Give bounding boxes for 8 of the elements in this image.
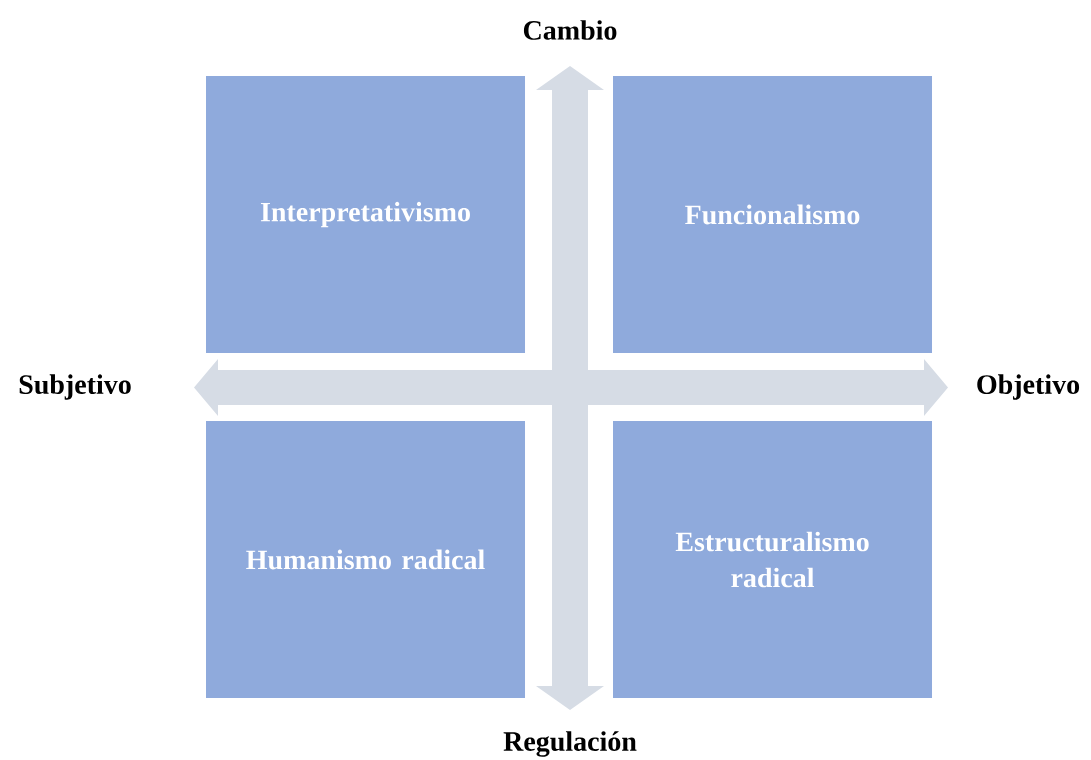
quadrant-box: Funcionalismo [613,76,932,353]
axis-label: Regulación [503,731,637,757]
axis-label: Objetivo [977,374,1080,400]
quadrant-box: Humanismo radical [206,421,525,698]
axis-label: Subjetivo [19,374,131,400]
axis-label: Cambio [523,20,617,40]
quadrant-box: Estructuralismo radical [613,421,932,698]
quadrant-box: Interpretativismo [206,76,525,353]
